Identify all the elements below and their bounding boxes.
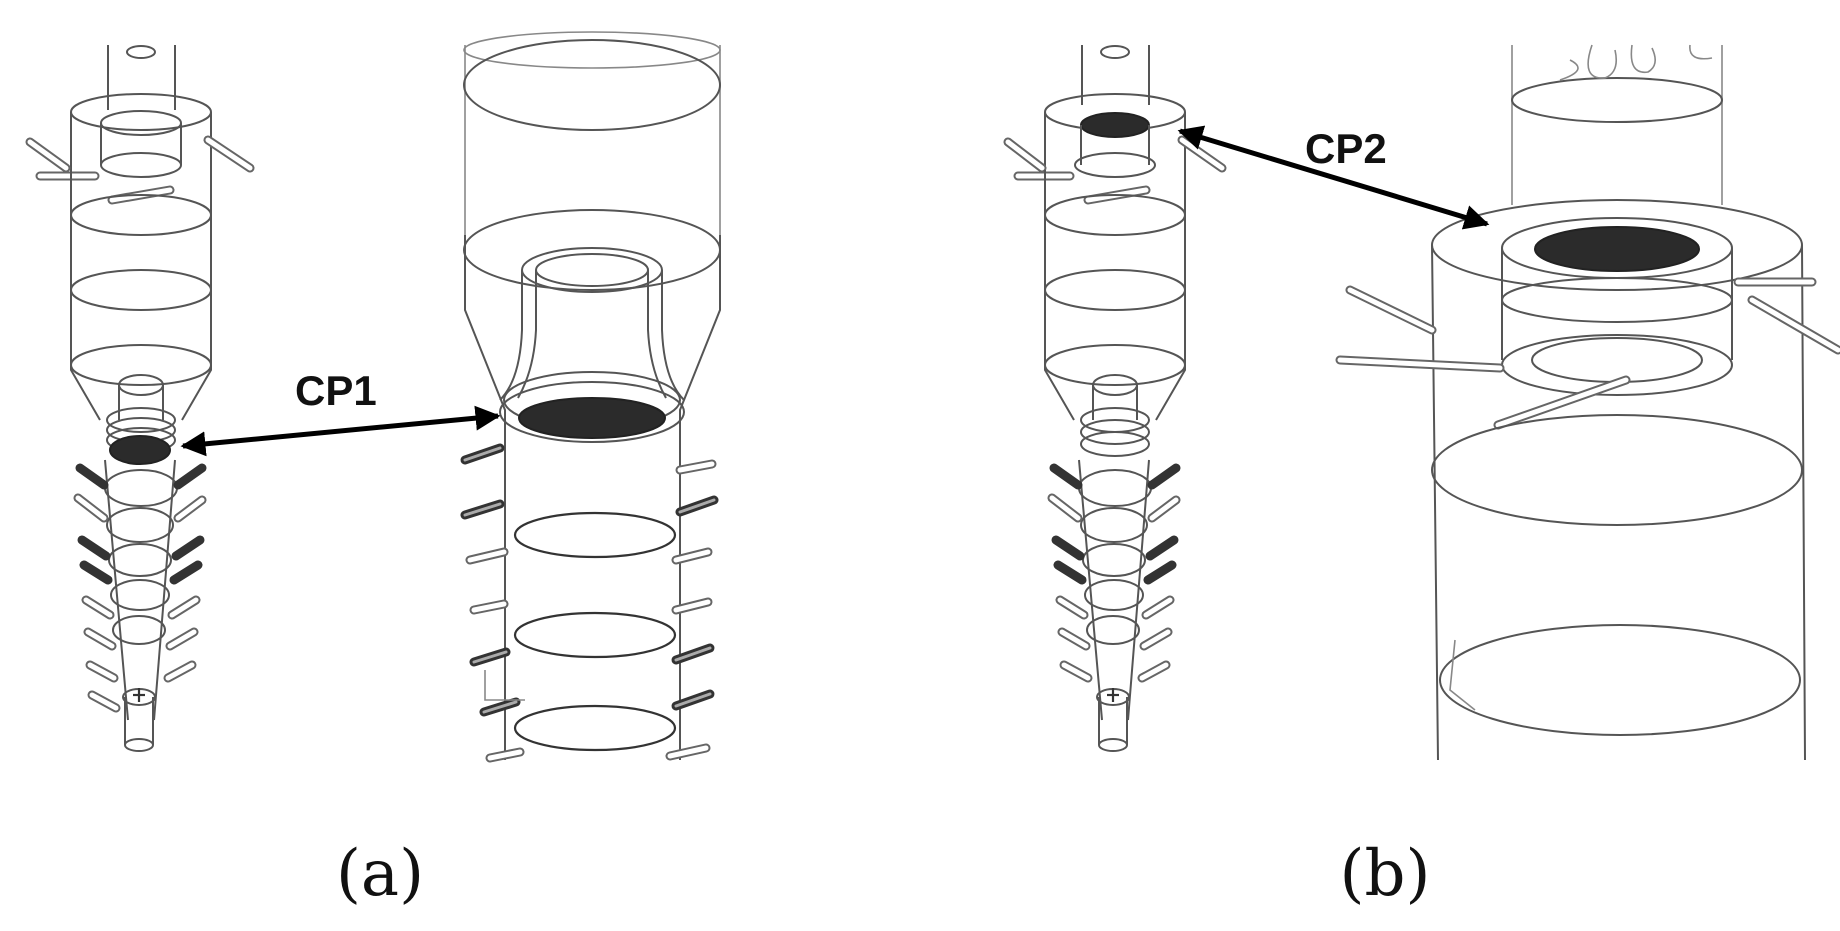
- panel-b: CP2 (b): [1003, 44, 1840, 911]
- cp1-label: CP1: [295, 367, 377, 414]
- cyclone-model-small-b: [1003, 45, 1227, 752]
- cp1-hole-zoom: [518, 397, 666, 439]
- cyclone-model-small-a: [25, 45, 255, 752]
- cp1-hole-small: [109, 435, 171, 465]
- cyclone-model-zoom-a: [460, 31, 721, 763]
- cp1-arrow: [180, 405, 501, 457]
- caption-b: (b): [1340, 837, 1431, 911]
- cp2-arrow: [1177, 125, 1490, 230]
- caption-a: (a): [336, 837, 424, 911]
- cp2-hole-small: [1080, 112, 1150, 138]
- panel-a: CP1 (a): [25, 31, 721, 911]
- cp2-hole-zoom: [1534, 226, 1700, 272]
- cyclone-model-zoom-b: [1335, 44, 1840, 761]
- cp2-label: CP2: [1305, 125, 1387, 172]
